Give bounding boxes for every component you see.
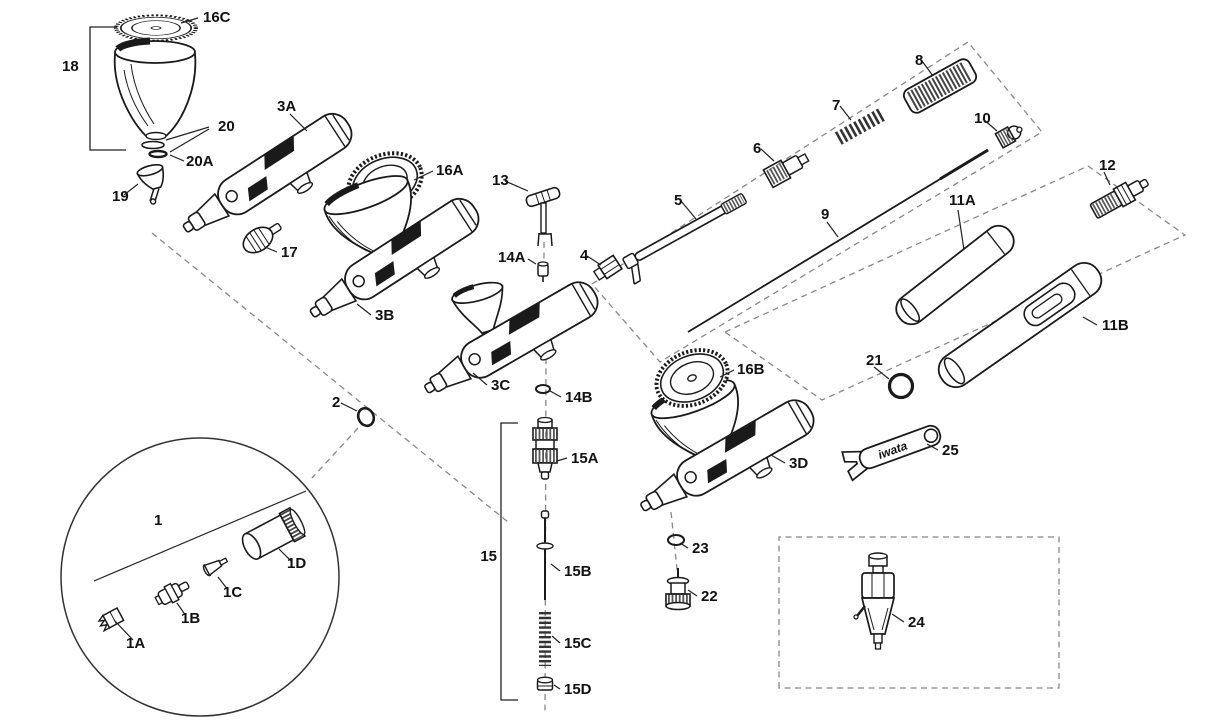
part-16C-cup-lid: [116, 15, 196, 40]
part-15B-auxiliary-needle: [536, 510, 554, 600]
part-label-1D: 1D: [287, 555, 306, 572]
part-label-3C: 3C: [491, 377, 510, 394]
part-label-10: 10: [974, 110, 991, 127]
dashed-group-box-handles: [723, 165, 1187, 401]
part-label-24: 24: [908, 614, 925, 631]
part-22-air-valve: [665, 568, 691, 611]
part-label-16C: 16C: [203, 9, 231, 26]
part-label-7: 7: [832, 97, 840, 114]
part-23-o-ring: [667, 534, 685, 546]
part-label-14B: 14B: [565, 389, 593, 406]
part-8-knurled-handle: [902, 58, 978, 114]
part-label-20A: 20A: [186, 153, 214, 170]
part-label-11B: 11B: [1102, 317, 1129, 334]
part-label-5: 5: [674, 192, 682, 209]
dashed-connector-inset: [311, 427, 359, 479]
part-20A-o-ring: [148, 149, 168, 159]
part-1-bracket-line: [93, 490, 307, 582]
part-label-25: 25: [942, 442, 959, 459]
dashed-axis-main: [151, 232, 509, 523]
part-18-paint-cup: [113, 37, 197, 141]
part-15D-end-cap: [536, 676, 554, 691]
part-11A-handle: [895, 224, 1015, 326]
part-label-1A: 1A: [126, 635, 145, 652]
part-label-3B: 3B: [375, 307, 394, 324]
alignment-dashed-lines: [151, 41, 1187, 715]
part-label-9: 9: [821, 206, 829, 223]
part-11B-cutaway-handle: [937, 261, 1103, 389]
part-2-o-ring: [356, 406, 376, 428]
part-6-guide-fitting: [762, 152, 810, 189]
part-label-19: 19: [112, 188, 129, 205]
part-5-needle-tube: [622, 193, 747, 285]
dashed-group-box-valve: [778, 536, 1060, 689]
part-12-adapter: [1089, 178, 1149, 219]
part-24-valve-assembly: [853, 552, 896, 650]
part-label-12: 12: [1099, 157, 1116, 174]
part-1D-nozzle-cap: [241, 506, 307, 560]
part-label-3A: 3A: [277, 98, 296, 115]
part-19-cup-adapter: [136, 163, 164, 205]
part-label-6: 6: [753, 140, 761, 157]
part-21-o-ring: [887, 372, 915, 400]
part-1B-nozzle-base: [154, 581, 190, 606]
part-label-15B: 15B: [564, 563, 592, 580]
part-15A-valve-assembly: [532, 416, 558, 480]
part-9-needle: [687, 148, 989, 333]
part-14A-screw: [537, 261, 549, 282]
part-15-bracket: [500, 422, 518, 701]
bracket-18: [89, 26, 126, 151]
part-label-15D: 15D: [564, 681, 592, 698]
part-label-18: 18: [62, 58, 79, 75]
part-label-1: 1: [154, 512, 162, 529]
part-label-22: 22: [701, 588, 718, 605]
part-7-spring: [834, 107, 888, 145]
part-1C-nozzle: [202, 557, 229, 577]
part-label-15A: 15A: [571, 450, 599, 467]
part-label-15C: 15C: [564, 635, 592, 652]
part-label-23: 23: [692, 540, 709, 557]
part-13-spanner-tool: [525, 186, 561, 247]
part-label-15: 15: [480, 548, 497, 565]
part-label-11A: 11A: [949, 192, 976, 209]
part-label-13: 13: [492, 172, 509, 189]
part-label-8: 8: [915, 52, 923, 69]
part-label-1C: 1C: [223, 584, 242, 601]
part-label-17: 17: [281, 244, 298, 261]
part-label-16B: 16B: [737, 361, 765, 378]
part-label-3D: 3D: [789, 455, 808, 472]
part-label-20: 20: [218, 118, 235, 135]
part-14B-o-ring: [535, 384, 551, 394]
part-label-1B: 1B: [181, 610, 200, 627]
part-label-14A: 14A: [498, 249, 526, 266]
part-17-knob: [242, 222, 282, 254]
part-10-needle-cap-nut: [994, 125, 1023, 149]
part-4-fitting: [592, 254, 624, 281]
part-label-16A: 16A: [436, 162, 464, 179]
part-20-washer: [141, 140, 165, 150]
leader-lines: [113, 17, 1111, 690]
part-label-2: 2: [332, 394, 340, 411]
dashed-axis-needle-column: [544, 357, 547, 715]
bracket-20: [165, 126, 210, 153]
dashed-group-box-trigger-parts: [591, 41, 1043, 363]
part-25-wrench: iwata: [841, 424, 942, 482]
part-label-4: 4: [580, 247, 589, 264]
detail-inset-circle: [60, 437, 340, 717]
dashed-axis-valve22: [670, 511, 681, 599]
part-label-21: 21: [866, 352, 883, 369]
